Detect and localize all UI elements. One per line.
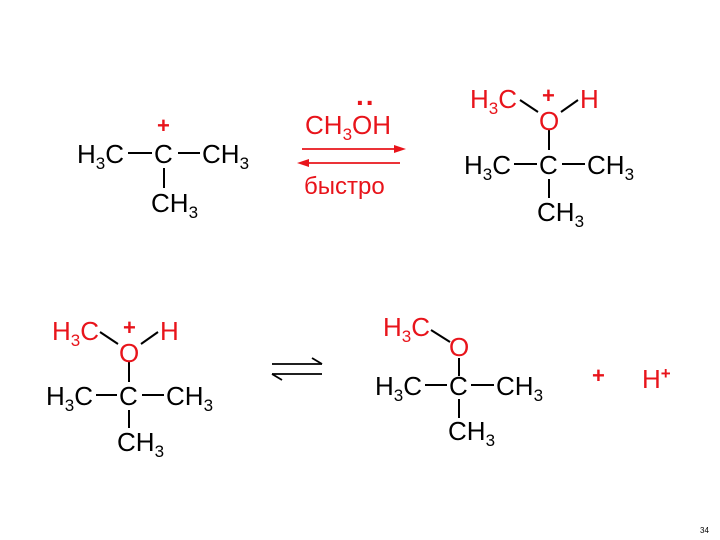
product1-oxygen: O xyxy=(539,106,560,136)
bond-o-h-2 xyxy=(140,331,159,345)
reactant2-oxygen: O xyxy=(119,338,140,368)
product1-center-carbon: C xyxy=(539,150,558,180)
oxygen-lone-pair: .. xyxy=(356,80,376,111)
equilibrium-arrows-2 xyxy=(271,357,323,381)
reactant2-methyl: H3C xyxy=(52,316,100,350)
reactant2-bottom-methyl: CH3 xyxy=(117,427,165,461)
reagent-methanol: CH3OH xyxy=(305,110,392,144)
product1-left-methyl: H3C xyxy=(464,150,512,184)
condition-label: быстро xyxy=(304,173,385,200)
product1-bottom-methyl: CH3 xyxy=(537,197,585,231)
reactant2-left-methyl: H3C xyxy=(46,381,94,415)
cation-right-methyl: CH3 xyxy=(202,139,250,173)
plus-sign: + xyxy=(592,363,605,388)
bond-methyl-o-1 xyxy=(519,99,539,113)
product2-oxygen: O xyxy=(449,332,470,362)
equilibrium-arrows-1 xyxy=(297,145,406,167)
bond-o-h-1 xyxy=(560,99,579,113)
page-number: 34 xyxy=(700,526,709,535)
bond-methyl-o-2 xyxy=(99,331,119,345)
bond-methyl-o-3 xyxy=(430,329,451,343)
cation-left-methyl: H3C xyxy=(77,139,125,173)
product1-hydrogen: H xyxy=(580,84,599,114)
cation-bottom-methyl: CH3 xyxy=(151,188,199,222)
cation-charge: + xyxy=(157,113,170,138)
product1-right-methyl: CH3 xyxy=(587,150,635,184)
product2-methyl: H3C xyxy=(383,312,431,346)
product1-charge: + xyxy=(542,83,555,108)
reactant2-hydrogen: H xyxy=(160,316,179,346)
product2-bottom-methyl: CH3 xyxy=(448,416,496,450)
product2-center-carbon: C xyxy=(449,371,468,401)
proton: H+ xyxy=(642,364,671,394)
reactant2-center-carbon: C xyxy=(119,381,138,411)
cation-center-carbon: C xyxy=(154,139,173,169)
product2-right-methyl: CH3 xyxy=(496,371,544,405)
product2-left-methyl: H3C xyxy=(375,371,423,405)
reactant2-charge: + xyxy=(123,315,136,340)
product1-methyl: H3C xyxy=(470,84,518,118)
reactant2-right-methyl: CH3 xyxy=(166,381,214,415)
